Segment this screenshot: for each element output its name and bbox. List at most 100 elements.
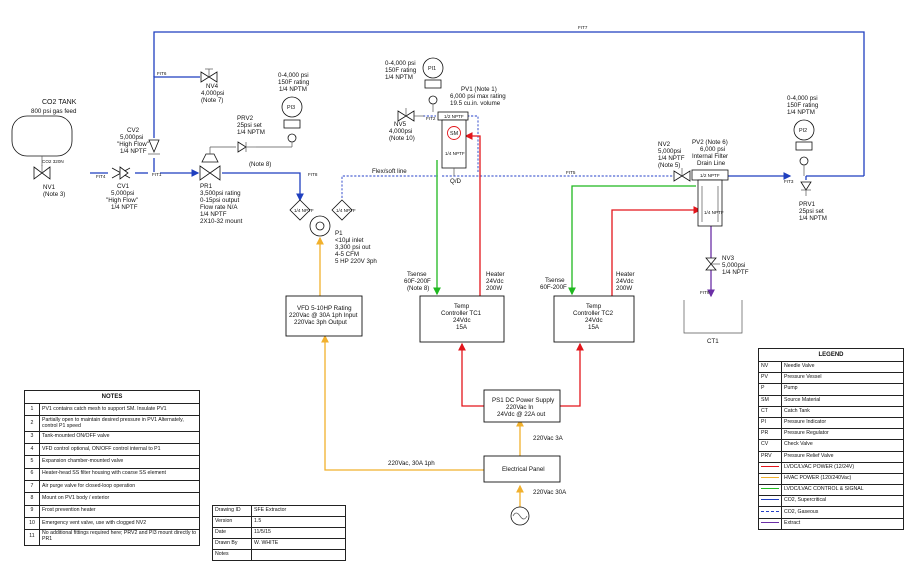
legend-value: Pressure Regulator — [781, 428, 904, 441]
vfd-input-label: 220Vac, 30A 1ph — [388, 460, 435, 467]
note-text: Tank-mounted ON/OFF valve — [39, 430, 200, 445]
table-row: LVDC/LVAC POWER (12/24V) — [758, 461, 904, 474]
pressure-regulator-pr1: PR1 3,500psi rating 0-15psi output Flow … — [199, 146, 243, 225]
prv2-name: PRV2 — [237, 115, 254, 122]
drawing-key: Notes — [212, 549, 252, 561]
pi3-l1: 0-4,000 psi — [278, 72, 309, 79]
ps1-l1: PS1 DC Power Supply — [492, 397, 555, 404]
pv2-l1: 6,000 psi — [700, 146, 725, 153]
legend-line-label: LVDC/LVAC POWER (12/24V) — [781, 461, 904, 474]
drawing-key: Date — [212, 527, 252, 539]
legend-key: PRV — [758, 450, 782, 463]
pump-p1: 1/4 NPTF 1/4 NPTF P1 <10µl inlet 3,300 p… — [289, 199, 377, 265]
tc1-l1: Temp — [454, 303, 470, 310]
relief-valve-prv2: PRV2 25psi set 1/4 NPTM (Note 8) — [237, 115, 271, 168]
catch-tank-ct1: CT1 — [683, 300, 743, 345]
legend-title: LEGEND — [758, 348, 904, 362]
nv5-l1: 4,000psi — [389, 128, 412, 135]
pi3-tag: PI3 — [287, 105, 295, 111]
pi2-l1: 0-4,000 psi — [787, 95, 818, 102]
nv5-name: NV5 — [394, 121, 407, 128]
legend-value: Check Valve — [781, 439, 904, 452]
legend-line-swatch — [761, 477, 779, 479]
heater1-l2: 24Vdc — [486, 278, 504, 285]
heater2-l1: Heater — [616, 271, 635, 278]
note-number: 2 — [24, 415, 40, 432]
heater1-l1: Heater — [486, 271, 505, 278]
tc2-l4: 15A — [588, 324, 600, 331]
electrical-panel: Electrical Panel — [483, 455, 561, 483]
co2-tank-sub: 800 psi gas feed — [31, 108, 77, 115]
legend-line-swatch — [761, 510, 779, 512]
drawing-value: 11/5/15 — [251, 527, 346, 539]
legend-value: Needle Valve — [781, 360, 904, 374]
p1-l1: <10µl inlet — [335, 237, 364, 244]
legend-key: PV — [758, 372, 782, 385]
legend-key: SM — [758, 394, 782, 407]
pi1-tag: PI1 — [428, 66, 436, 72]
nv3-name: NV3 — [722, 255, 735, 262]
pv2-body — [697, 179, 723, 227]
tc1-l2: Controller TC1 — [441, 310, 482, 317]
note-text: Expansion chamber-mounted valve — [39, 455, 200, 469]
note-number: 3 — [24, 430, 40, 445]
legend-line-label: CO2, Gaseous — [781, 506, 904, 519]
drawing-key: Version — [212, 516, 252, 528]
note-text: PV1 contains catch mesh to support SM. I… — [39, 402, 200, 417]
ct1-label: CT1 — [707, 338, 719, 345]
legend-key: NV — [758, 360, 782, 374]
note-number: 5 — [24, 455, 40, 469]
pi2-gauge — [793, 119, 815, 141]
fit3-label: FIT3 — [784, 179, 794, 184]
legend-key: CT — [758, 405, 782, 418]
fit7-label: FIT7 — [578, 25, 588, 30]
pi1-l2: 150F rating — [385, 67, 417, 74]
pv1-sm: SM — [450, 131, 459, 137]
pr1-l5: 2X10-32 mount — [200, 218, 243, 225]
needle-valve-nv2: NV2 5,000psi 1/4 NPTF (Note 5) — [658, 141, 691, 182]
pr1-l1: 3,500psi rating — [200, 190, 241, 197]
check-valve-cv2: CV2 5,000psi "High Flow" 1/4 NPTF — [117, 127, 160, 155]
nv1-name: NV1 — [43, 184, 56, 191]
pv2-top-label: 1/2 NPTF — [700, 173, 720, 178]
prv1-name: PRV1 — [799, 201, 816, 208]
panel-input-label: 220Vac 30A — [533, 489, 567, 496]
tc2-signal-labels: Tsense 60F-200F Heater 24Vdc 200W — [540, 271, 635, 292]
pi1-gauge — [422, 57, 444, 79]
temp-controller-tc1: Temp Controller TC1 24Vdc 15A — [419, 295, 505, 343]
tsense1-l2: 60F-200F — [404, 278, 431, 285]
fit9-label: FIT9 — [700, 290, 710, 295]
note-text: Heater-head SS filter housing with coars… — [39, 467, 200, 481]
pv1-l2: 19.5 cu.in. volume — [450, 100, 501, 107]
ac-source-icon — [510, 506, 530, 526]
fit6-label: FIT6 — [157, 71, 167, 76]
fitting-labels: FIT7 FIT6 FIT4 FIT1 FIT8 FIT2 FIT5 FIT3 … — [42, 25, 794, 295]
nv4-l2: (Note 7) — [201, 97, 223, 104]
pv2-name: PV2 (Note 6) — [692, 139, 728, 146]
pi3-gauge — [281, 96, 303, 118]
legend-value: Pressure Vessel — [781, 372, 904, 385]
legend-value: Source Material — [781, 394, 904, 407]
check-valve-cv1: CV1 5,000psi "High Flow" 1/4 NPTF — [106, 166, 138, 211]
pv2-mid-label: 1/4 NPTF — [704, 210, 724, 215]
pressure-vessel-pv2: PV2 (Note 6) 6,000 psi Internal Filter D… — [691, 139, 729, 227]
flex-line-label: Flex/soft line — [372, 168, 407, 175]
heater1-l3: 200W — [486, 285, 502, 292]
p1-npt-right: 1/4 NPTF — [336, 208, 356, 213]
pr1-l2: 0-15psi output — [200, 197, 239, 204]
